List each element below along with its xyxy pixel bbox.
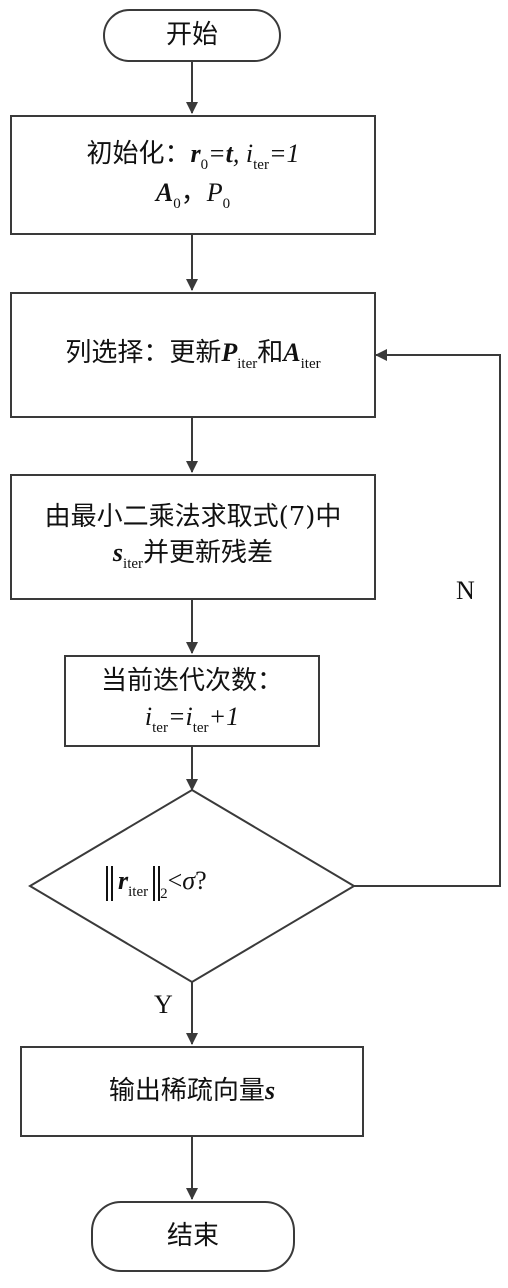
init-r-symbol: r bbox=[190, 138, 201, 168]
init-line-2: A0，P0 bbox=[156, 175, 230, 214]
end-label: 结束 bbox=[166, 1220, 219, 1251]
least-squares-line-2: siter并更新残差 bbox=[113, 535, 273, 574]
init-i-subscript: ter bbox=[253, 156, 269, 173]
iteration-i-symbol: i bbox=[144, 701, 153, 731]
init-equals: = bbox=[208, 138, 226, 168]
column-select-p-subscript: iter bbox=[237, 356, 258, 373]
column-select-prefix: 列选择：更新 bbox=[65, 338, 222, 369]
iteration-equals: = bbox=[167, 701, 186, 731]
init-prefix: 初始化： bbox=[86, 138, 191, 169]
output-s-symbol: s bbox=[264, 1076, 276, 1106]
output-box: 输出稀疏向量s bbox=[20, 1046, 364, 1137]
init-line-1: 初始化：r0=t, iter=1 bbox=[86, 136, 299, 175]
start-label: 开始 bbox=[165, 19, 218, 50]
decision-sigma: σ bbox=[182, 866, 196, 895]
decision-norm-subscript: 2 bbox=[160, 886, 168, 902]
least-squares-box: 由最小二乘法求取式(7)中 siter并更新残差 bbox=[10, 474, 376, 600]
iteration-i2-symbol: i bbox=[185, 701, 193, 731]
column-select-box: 列选择：更新Piter和Aiter bbox=[10, 292, 376, 418]
arrow-no-loop-back bbox=[354, 349, 501, 887]
least-squares-line-2-rest: 并更新残差 bbox=[143, 537, 274, 568]
column-select-text: 列选择：更新Piter和Aiter bbox=[65, 335, 320, 374]
least-squares-s-subscript: iter bbox=[123, 555, 144, 572]
init-separator: ， bbox=[180, 178, 207, 208]
iteration-line-1: 当前迭代次数： bbox=[100, 665, 283, 696]
iteration-box: 当前迭代次数： iter=iter+1 bbox=[64, 655, 320, 747]
init-comma: , bbox=[232, 138, 246, 168]
init-step-box: 初始化：r0=t, iter=1 A0，P0 bbox=[10, 115, 376, 235]
column-select-p-symbol: P bbox=[221, 338, 238, 368]
init-p-symbol: P bbox=[206, 178, 223, 207]
iteration-line-2: iter=iter+1 bbox=[145, 699, 239, 738]
start-terminal: 开始 bbox=[103, 9, 281, 62]
no-branch-label: N bbox=[456, 576, 475, 605]
column-select-a-symbol: A bbox=[283, 338, 301, 368]
init-r-subscript: 0 bbox=[200, 156, 209, 173]
decision-r-symbol: r bbox=[118, 866, 129, 895]
init-equals-one: =1 bbox=[268, 138, 300, 168]
iteration-i2-subscript: ter bbox=[192, 719, 209, 736]
norm-bars: riter bbox=[106, 866, 161, 901]
decision-question-mark: ? bbox=[195, 866, 207, 895]
init-i-symbol: i bbox=[245, 138, 254, 168]
least-squares-line-1: 由最小二乘法求取式(7)中 bbox=[44, 501, 342, 532]
init-a-symbol: A bbox=[155, 178, 174, 207]
init-t-symbol: t bbox=[225, 138, 233, 168]
iteration-plus-one: +1 bbox=[208, 701, 240, 731]
yes-branch-label: Y bbox=[154, 990, 173, 1019]
column-select-a-subscript: iter bbox=[300, 356, 321, 373]
end-terminal: 结束 bbox=[91, 1201, 295, 1272]
output-text: 输出稀疏向量s bbox=[109, 1073, 275, 1109]
least-squares-s-symbol: s bbox=[112, 537, 124, 567]
iteration-i-subscript: ter bbox=[152, 719, 168, 736]
decision-less-than: < bbox=[167, 866, 183, 895]
init-a-subscript: 0 bbox=[173, 196, 181, 212]
column-select-and: 和 bbox=[257, 338, 284, 369]
decision-r-subscript: iter bbox=[128, 884, 149, 900]
output-prefix: 输出稀疏向量 bbox=[108, 1076, 265, 1107]
init-p-subscript: 0 bbox=[222, 196, 231, 212]
